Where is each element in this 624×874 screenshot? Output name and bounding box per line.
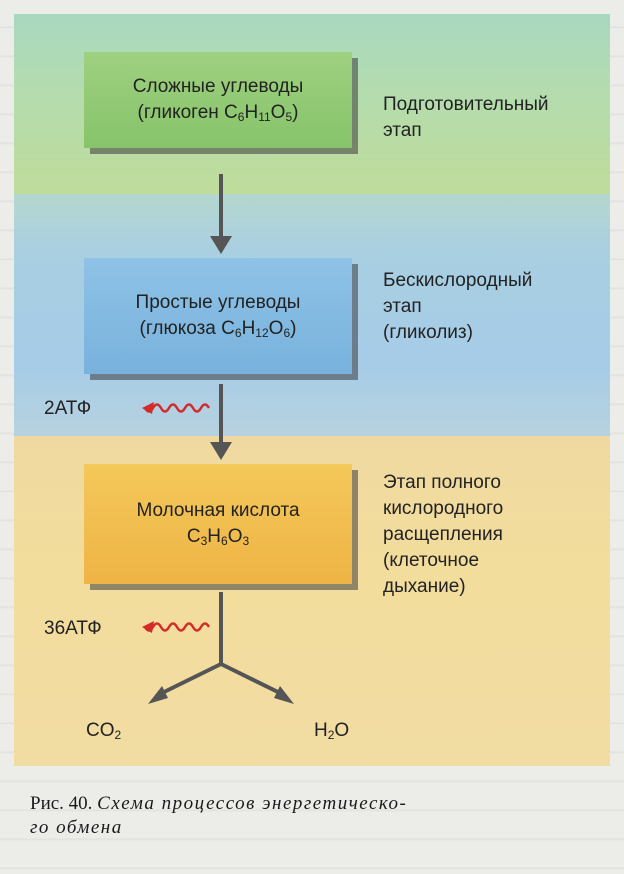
atp-arrow-2	[142, 621, 211, 633]
glycogen-formula: (гликоген C6H11O5)	[137, 102, 299, 124]
simple-carbohydrates-box: Простые углеводы (глюкоза C6H12O6)	[84, 258, 352, 374]
preparatory-stage-label: Подготовительный этап	[383, 94, 549, 141]
anaerobic-stage-label: Бескислородный этап (гликолиз)	[383, 270, 533, 343]
caption-text-line2: го обмена	[30, 817, 123, 838]
figure-number: Рис. 40.	[30, 793, 93, 814]
atp-arrow-1	[142, 402, 211, 414]
atp-yield-glycolysis: 2АТФ	[44, 398, 92, 419]
energy-metabolism-diagram: Сложные углеводы (гликоген C6H11O5) Прос…	[14, 14, 610, 766]
flow-arrow-2	[210, 384, 232, 460]
atp-yield-respiration: 36АТФ	[44, 618, 102, 639]
flow-arrow-1	[210, 174, 232, 254]
simple-carbohydrates-title: Простые углеводы	[135, 292, 301, 313]
flow-arrows	[142, 174, 294, 704]
complex-carbohydrates-title: Сложные углеводы	[132, 76, 304, 97]
arrowhead-co2	[148, 686, 168, 704]
flow-arrow-3-split	[159, 592, 283, 696]
glucose-formula: (глюкоза C6H12O6)	[139, 318, 297, 340]
figure-caption: Рис. 40. Схема процессов энергетическо- …	[30, 792, 610, 840]
lactic-acid-title: Молочная кислота	[136, 500, 300, 521]
caption-text-line1: Схема процессов энергетическо-	[97, 793, 408, 814]
aerobic-stage-label: Этап полного кислородного расщепления (к…	[383, 472, 504, 597]
arrowhead-h2o	[274, 686, 294, 704]
product-h2o: H2O	[314, 720, 350, 742]
lactic-acid-formula: C3H6O3	[186, 526, 250, 548]
product-co2: CO2	[86, 720, 122, 742]
complex-carbohydrates-box: Сложные углеводы (гликоген C6H11O5)	[84, 52, 352, 148]
lactic-acid-box: Молочная кислота C3H6O3	[84, 464, 352, 584]
